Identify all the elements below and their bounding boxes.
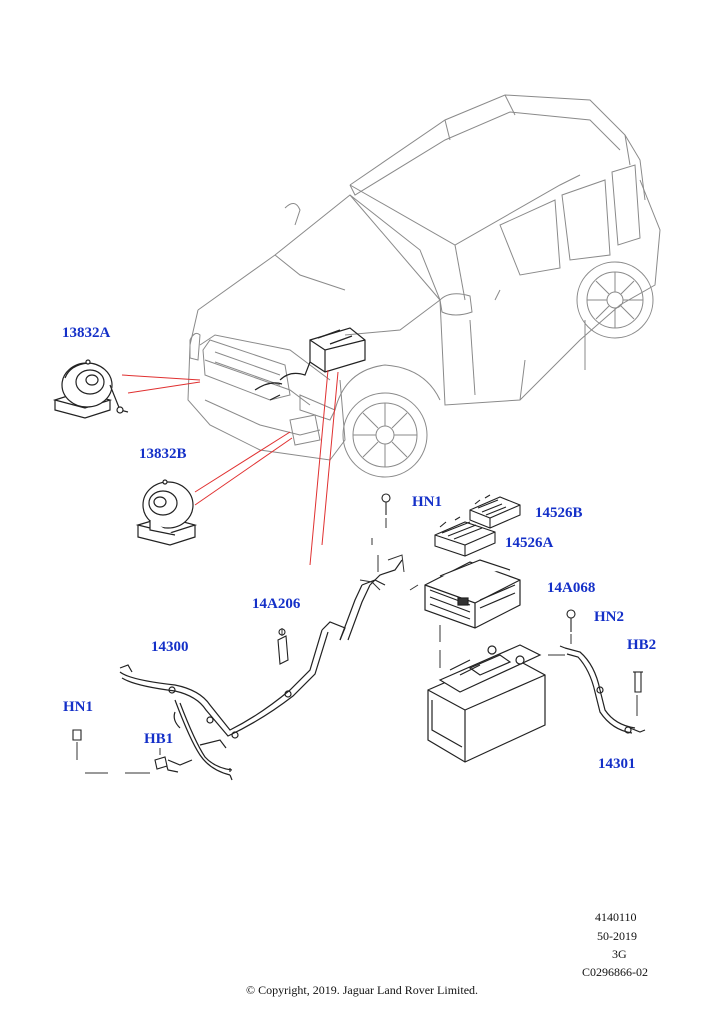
callout-14a206[interactable]: 14A206	[252, 596, 301, 612]
nut-hn1-top-icon	[381, 493, 391, 503]
vehicle-outline	[187, 94, 661, 478]
callout-13832b[interactable]: 13832B	[139, 446, 187, 462]
callout-14526a[interactable]: 14526A	[505, 535, 554, 551]
harness-clip-part[interactable]	[277, 628, 289, 665]
leader-lines	[121, 369, 339, 566]
callout-14526b[interactable]: 14526B	[535, 505, 583, 521]
battery-part[interactable]	[427, 644, 546, 763]
fasteners	[72, 493, 643, 770]
diagram-code: 4140110	[595, 910, 637, 924]
callout-hn1-top[interactable]: HN1	[412, 494, 442, 510]
callout-hb2[interactable]: HB2	[627, 637, 657, 653]
negative-cable-part[interactable]	[559, 645, 646, 734]
assembly-lines	[76, 518, 638, 774]
callout-hn2[interactable]: HN2	[594, 609, 624, 625]
main-harness-part[interactable]	[119, 559, 403, 781]
horn-b-part[interactable]	[135, 479, 198, 546]
bolt-hb2-icon	[634, 671, 642, 693]
callout-14301[interactable]: 14301	[598, 756, 636, 772]
callout-14a068[interactable]: 14A068	[547, 580, 596, 596]
date-code: 50-2019	[597, 929, 637, 943]
copyright-notice: © Copyright, 2019. Jaguar Land Rover Lim…	[245, 983, 479, 997]
horn-a-part[interactable]	[52, 359, 129, 419]
bolt-hb1-icon	[154, 756, 168, 770]
callout-hb1[interactable]: HB1	[144, 731, 174, 747]
fuse-box-b-part[interactable]	[469, 494, 521, 529]
variant-code: 3G	[612, 947, 627, 961]
underhood-battery-sketch	[254, 327, 366, 401]
nut-hn2-icon	[566, 609, 576, 619]
nut-hn1-left-icon	[72, 729, 82, 741]
callout-13832a[interactable]: 13832A	[62, 325, 111, 341]
callout-hn1-left[interactable]: HN1	[63, 699, 93, 715]
callout-14300[interactable]: 14300	[151, 639, 189, 655]
control-module-part[interactable]	[424, 559, 521, 629]
reference-code: C0296866-02	[582, 965, 648, 979]
fuse-box-a-part[interactable]	[434, 516, 496, 557]
